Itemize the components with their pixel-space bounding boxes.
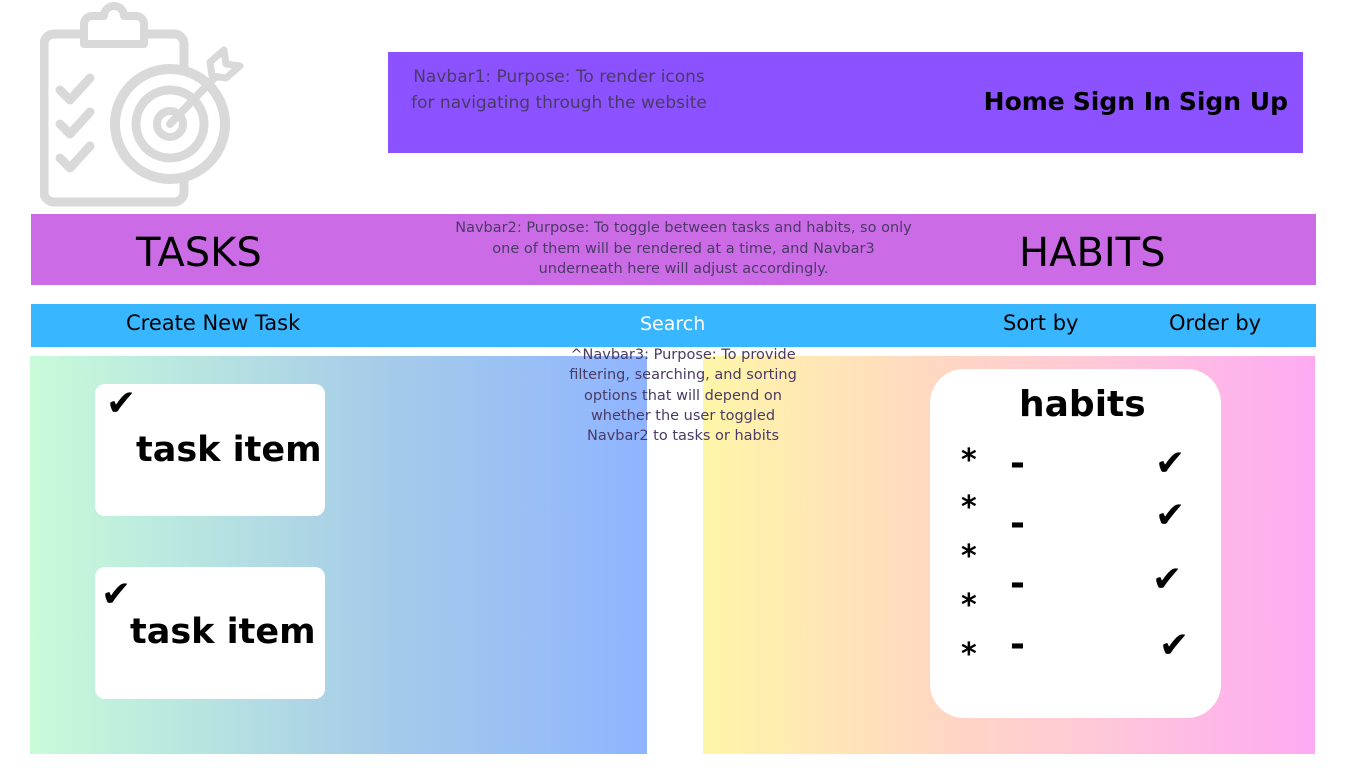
task-checkmark-icon[interactable]: ✔ [101, 574, 132, 615]
habit-checkmark-icon[interactable]: ✔ [1155, 443, 1186, 484]
habit-dash: - [1010, 563, 1025, 604]
order-by-button[interactable]: Order by [1169, 311, 1262, 335]
task-checkmark-icon[interactable]: ✔ [106, 383, 137, 424]
task-item-label: task item [136, 430, 322, 470]
habit-bullet: * [961, 443, 977, 478]
habit-dash: - [1010, 624, 1025, 665]
nav-link-home[interactable]: Home [983, 87, 1065, 116]
habit-dash: - [1010, 503, 1025, 544]
search-button[interactable]: Search [640, 313, 706, 335]
tab-tasks[interactable]: TASKS [136, 230, 262, 276]
habit-bullet: * [961, 490, 977, 525]
habit-bullet: * [961, 539, 977, 574]
habit-bullet: * [961, 637, 977, 672]
habit-checkmark-icon[interactable]: ✔ [1159, 625, 1190, 666]
habit-checkmark-icon[interactable]: ✔ [1155, 495, 1186, 536]
navbar1-annotation: Navbar1: Purpose: To render icons for na… [411, 67, 707, 113]
habits-title: habits [1019, 384, 1146, 425]
habit-bullet: * [961, 588, 977, 623]
task-card[interactable] [95, 384, 325, 516]
task-card[interactable] [95, 567, 325, 699]
navbar3-annotation: ^Navbar3: Purpose: To provide filtering,… [569, 347, 797, 445]
habit-checkmark-icon[interactable]: ✔ [1152, 559, 1183, 600]
task-item-label: task item [130, 612, 316, 652]
habit-dash: - [1010, 443, 1025, 484]
create-new-task-button[interactable]: Create New Task [126, 311, 301, 335]
navbar1-links: Home Sign In Sign Up [984, 87, 1288, 116]
habits-card [930, 369, 1221, 718]
nav-link-sign-up[interactable]: Sign Up [1178, 87, 1288, 116]
tab-habits[interactable]: HABITS [1019, 230, 1166, 276]
sort-by-button[interactable]: Sort by [1003, 311, 1079, 335]
navbar3 [31, 304, 1316, 347]
navbar1 [388, 52, 1303, 153]
navbar2-annotation: Navbar2: Purpose: To toggle between task… [455, 220, 912, 277]
navbar2 [31, 214, 1316, 285]
clipboard-target-icon [39, 2, 245, 207]
nav-link-sign-in[interactable]: Sign In [1072, 87, 1171, 116]
